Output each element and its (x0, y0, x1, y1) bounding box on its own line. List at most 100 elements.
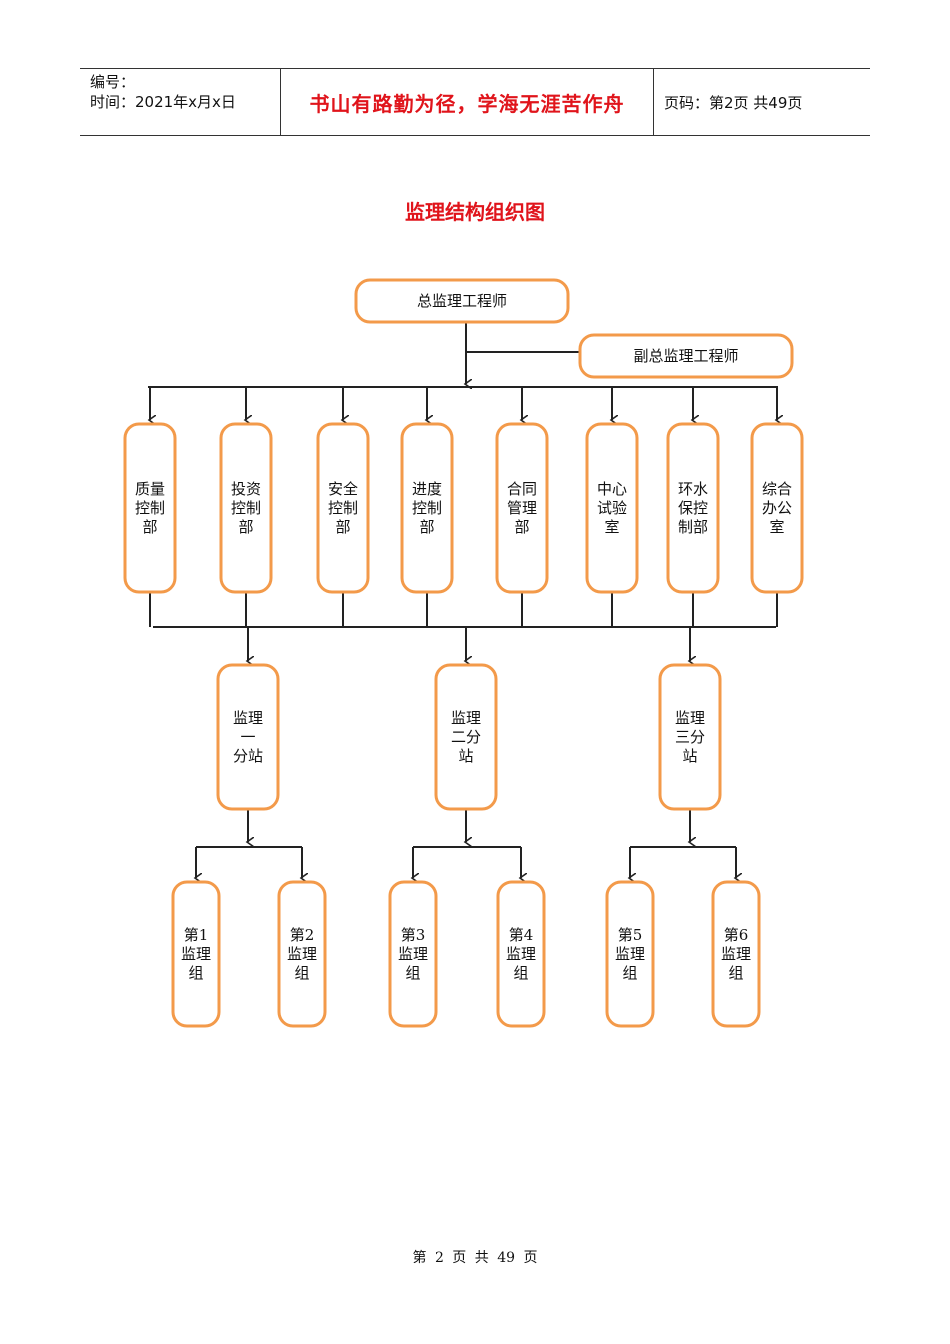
department-5-label: 部 (514, 518, 529, 536)
group-5-label: 组 (622, 964, 637, 982)
department-6-label: 试验 (597, 499, 627, 517)
code-label: 编号： (90, 73, 136, 91)
department-3-label: 部 (335, 518, 350, 536)
department-1-box (123, 422, 177, 594)
department-3-label: 控制 (328, 499, 358, 517)
group-2-label: 监理 (287, 945, 317, 963)
department-8-box (750, 422, 804, 594)
department-2-label: 控制 (231, 499, 261, 517)
header-motto-cell: 书山有路勤为径，学海无涯苦作舟 (281, 69, 654, 135)
group-2-label: 第2 (290, 926, 315, 944)
department-7-label: 制部 (678, 518, 708, 536)
department-1-label: 控制 (135, 499, 165, 517)
page-footer: 第 2 页 共 49 页 (412, 1250, 538, 1266)
group-3-label: 组 (405, 964, 420, 982)
chief-engineer-label: 总监理工程师 (417, 292, 507, 310)
header-page-cell: 页码：第2页 共49页 (654, 69, 870, 135)
station-2-label: 二分 (451, 728, 481, 746)
department-5-box (495, 422, 549, 594)
chief-engineer-box (354, 278, 570, 324)
department-2-label: 投资 (231, 480, 261, 498)
motto: 书山有路勤为径，学海无涯苦作舟 (309, 91, 625, 116)
department-2-box (219, 422, 273, 594)
group-1-label: 组 (188, 964, 203, 982)
group-5-label: 第5 (618, 926, 643, 944)
department-4-box (400, 422, 454, 594)
department-5-label: 管理 (507, 499, 537, 517)
department-2-label: 部 (238, 518, 253, 536)
station-3-label: 三分 (675, 728, 705, 746)
station-2-box (434, 663, 498, 811)
station-3-label: 站 (682, 747, 697, 765)
department-4-label: 控制 (412, 499, 442, 517)
department-7-label: 环水 (678, 480, 708, 498)
station-1-label: 监理 (233, 709, 263, 727)
department-8-label: 办公 (762, 499, 792, 517)
department-4-label: 部 (419, 518, 434, 536)
group-3-label: 第3 (401, 926, 426, 944)
department-4-label: 进度 (412, 480, 442, 498)
station-1-label: 一 (240, 728, 255, 746)
document-title: 监理结构组织图 (405, 200, 545, 224)
department-8-label: 室 (769, 518, 784, 536)
group-3-box (388, 880, 438, 1028)
deputy-chief-engineer-label: 副总监理工程师 (633, 347, 738, 365)
group-2-box (277, 880, 327, 1028)
department-1-label: 部 (142, 518, 157, 536)
chief-engineer: 总监理工程师 (354, 278, 570, 324)
group-1-label: 监理 (181, 945, 211, 963)
group-1-label: 第1 (184, 926, 209, 944)
station-3-box (658, 663, 722, 811)
group-6-label: 监理 (721, 945, 751, 963)
group-5-label: 监理 (615, 945, 645, 963)
group-5-box (605, 880, 655, 1028)
group-6-box (711, 880, 761, 1028)
deputy-chief-engineer-box (578, 333, 794, 379)
station-3-label: 监理 (675, 709, 705, 727)
department-8-label: 综合 (762, 480, 792, 498)
page-header: 编号： 时间：2021年x月x日 书山有路勤为径，学海无涯苦作舟 页码：第2页 … (80, 68, 870, 136)
station-2-label: 站 (458, 747, 473, 765)
group-2-label: 组 (294, 964, 309, 982)
station-1-box (216, 663, 280, 811)
department-6-label: 室 (604, 518, 619, 536)
department-1-label: 质量 (135, 480, 165, 498)
station-1-label: 分站 (233, 747, 263, 765)
org-nodes: 总监理工程师副总监理工程师质量控制部投资控制部安全控制部进度控制部合同管理部中心… (123, 278, 804, 1028)
group-4-label: 监理 (506, 945, 536, 963)
group-6-label: 第6 (724, 926, 749, 944)
department-6-box (585, 422, 639, 594)
connector-lines (148, 322, 778, 878)
group-1-box (171, 880, 221, 1028)
group-6-label: 组 (728, 964, 743, 982)
time-label: 时间：2021年x月x日 (90, 93, 236, 111)
group-4-box (496, 880, 546, 1028)
department-3-label: 安全 (328, 480, 358, 498)
page-info: 页码：第2页 共49页 (664, 93, 803, 112)
station-2-label: 监理 (451, 709, 481, 727)
deputy-chief-engineer: 副总监理工程师 (578, 333, 794, 379)
department-3-box (316, 422, 370, 594)
header-meta: 编号： 时间：2021年x月x日 (80, 69, 281, 135)
group-3-label: 监理 (398, 945, 428, 963)
group-4-label: 第4 (509, 926, 534, 944)
group-4-label: 组 (513, 964, 528, 982)
